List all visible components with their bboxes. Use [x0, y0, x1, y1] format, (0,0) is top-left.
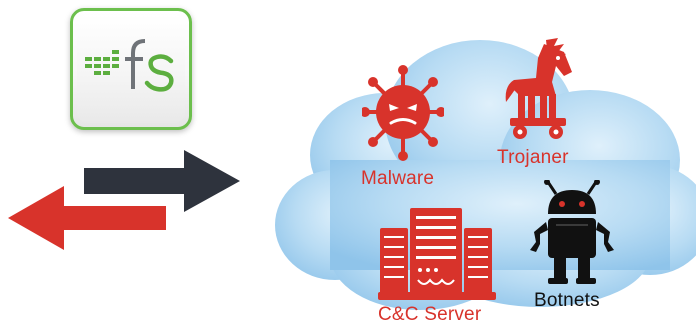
app-tile[interactable]: [70, 8, 192, 130]
botnets-label: Botnets: [534, 290, 600, 311]
virus-icon: [362, 65, 444, 161]
trojaner-label: Trojaner: [497, 147, 569, 168]
server-rack-icon: [378, 208, 496, 300]
arrow-right-icon: [84, 150, 240, 212]
cc-server-label: C&C Server: [378, 304, 482, 325]
malware-label: Malware: [361, 168, 435, 189]
android-robot-icon: [530, 180, 614, 284]
trojan-horse-icon: [505, 38, 572, 139]
arrow-left-icon: [8, 186, 166, 250]
vfs-logo-icon: [85, 39, 174, 92]
